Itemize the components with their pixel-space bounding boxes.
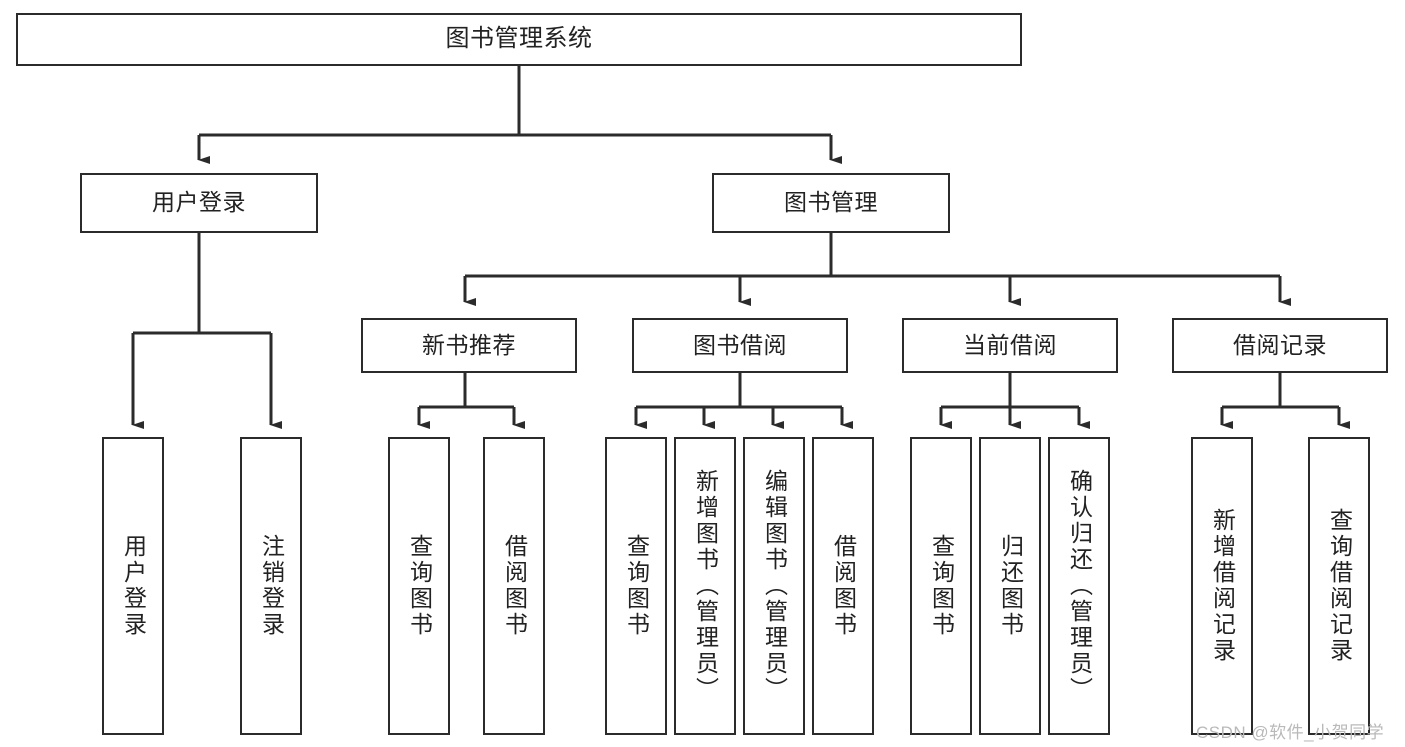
node-label: 用户登录 bbox=[120, 534, 147, 638]
node-label: 新增图书（管理员） bbox=[692, 469, 719, 703]
node-label: 查询图书 bbox=[406, 534, 433, 638]
node-label: 借阅图书 bbox=[501, 534, 528, 638]
node-label: 图书借阅 bbox=[693, 331, 787, 358]
node-label: 新书推荐 bbox=[422, 331, 516, 358]
node-label: 编辑图书（管理员） bbox=[761, 469, 788, 703]
leaf-current-borrow-query[interactable]: 查询图书 bbox=[910, 437, 972, 735]
node-label: 借阅记录 bbox=[1233, 331, 1327, 358]
leaf-borrow-record-add[interactable]: 新增借阅记录 bbox=[1191, 437, 1253, 735]
node-borrow-record[interactable]: 借阅记录 bbox=[1172, 318, 1388, 373]
node-book-management[interactable]: 图书管理 bbox=[712, 173, 950, 233]
node-label: 归还图书 bbox=[997, 534, 1024, 638]
node-book-borrow[interactable]: 图书借阅 bbox=[632, 318, 848, 373]
leaf-user-login-signout[interactable]: 注销登录 bbox=[240, 437, 302, 735]
node-current-borrow[interactable]: 当前借阅 bbox=[902, 318, 1118, 373]
leaf-book-borrow-edit[interactable]: 编辑图书（管理员） bbox=[743, 437, 805, 735]
node-label: 图书管理 bbox=[784, 189, 878, 216]
node-label: 查询图书 bbox=[623, 534, 650, 638]
node-root-system[interactable]: 图书管理系统 bbox=[16, 13, 1022, 66]
node-user-login[interactable]: 用户登录 bbox=[80, 173, 318, 233]
node-label: 当前借阅 bbox=[963, 331, 1057, 358]
node-label: 图书管理系统 bbox=[445, 25, 593, 53]
leaf-new-book-query[interactable]: 查询图书 bbox=[388, 437, 450, 735]
leaf-book-borrow-add[interactable]: 新增图书（管理员） bbox=[674, 437, 736, 735]
node-label: 确认归还（管理员） bbox=[1066, 469, 1093, 703]
leaf-book-borrow-lend[interactable]: 借阅图书 bbox=[812, 437, 874, 735]
node-label: 注销登录 bbox=[258, 534, 285, 638]
node-label: 新增借阅记录 bbox=[1209, 508, 1236, 664]
leaf-current-borrow-confirm-return[interactable]: 确认归还（管理员） bbox=[1048, 437, 1110, 735]
node-label: 查询图书 bbox=[928, 534, 955, 638]
leaf-book-borrow-query[interactable]: 查询图书 bbox=[605, 437, 667, 735]
leaf-new-book-borrow[interactable]: 借阅图书 bbox=[483, 437, 545, 735]
leaf-user-login-signin[interactable]: 用户登录 bbox=[102, 437, 164, 735]
leaf-current-borrow-return[interactable]: 归还图书 bbox=[979, 437, 1041, 735]
node-label: 借阅图书 bbox=[830, 534, 857, 638]
node-label: 查询借阅记录 bbox=[1326, 508, 1353, 664]
node-label: 用户登录 bbox=[152, 189, 246, 216]
leaf-borrow-record-query[interactable]: 查询借阅记录 bbox=[1308, 437, 1370, 735]
node-new-book-recommend[interactable]: 新书推荐 bbox=[361, 318, 577, 373]
